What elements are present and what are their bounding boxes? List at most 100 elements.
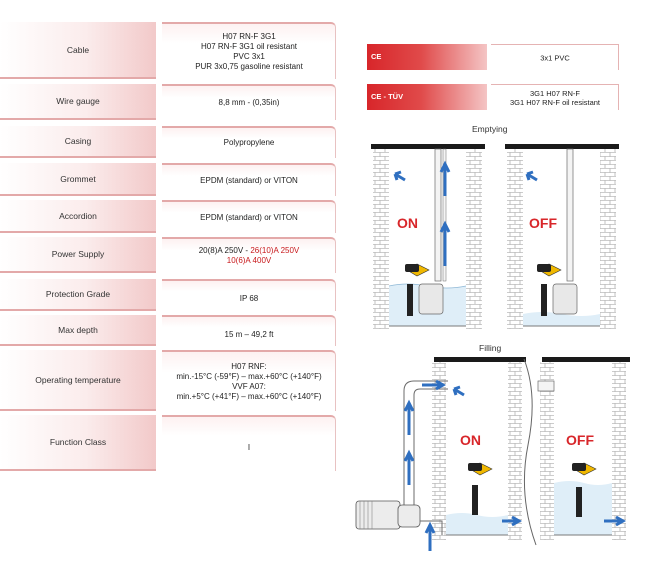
grommet-value: EPDM (standard) or VITON [200, 175, 298, 185]
spec-label: Power Supply [0, 237, 156, 273]
water [554, 481, 612, 535]
function-class-label: Function Class [49, 437, 107, 447]
emptying-diagram: ON OFF [371, 144, 619, 329]
cert-tuv-value-2: 3G1 H07 RN-F oil resistant [509, 97, 601, 107]
power-supply-value-1: 20(8)A 250V - [198, 246, 251, 255]
spec-row-function-class: Function Class I [0, 415, 336, 471]
spec-label: Function Class [0, 415, 156, 471]
float-weight [576, 487, 582, 517]
arrow-right-icon [604, 515, 627, 527]
max-depth-value: 15 m – 49,2 ft [224, 329, 274, 339]
spec-row-operating-temperature: Operating temperature H07 RNF: min.-15°C… [0, 350, 336, 411]
accordion-value: EPDM (standard) or VITON [200, 212, 298, 222]
cert-tuv-value-1: 3G1 H07 RN-F [529, 88, 580, 98]
arrow-up-icon [439, 220, 451, 266]
brick-wall [612, 362, 626, 540]
casing-label: Casing [64, 136, 92, 146]
cert-label-ce-tuv: CE - TÜV [367, 84, 487, 110]
temperature-value-4: min.+5°C (+41°F) – max.+60°C (+140°F) [176, 391, 322, 401]
brick-wall [508, 362, 522, 540]
emptying-on-label: ON [397, 215, 418, 231]
filling-off-label: OFF [566, 432, 594, 448]
spec-value: Polypropylene [162, 126, 336, 158]
spec-label: Protection Grade [0, 279, 156, 311]
accordion-label: Accordion [59, 210, 97, 221]
brick-wall [507, 149, 523, 329]
spec-row-power-supply: Power Supply 20(8)A 250V - 26(10)A 250V … [0, 237, 336, 273]
well-cover [371, 144, 485, 149]
spec-value: H07 RNF: min.-15°C (-59°F) – max.+60°C (… [162, 350, 336, 411]
spec-label: Accordion [0, 200, 156, 233]
spec-label: Grommet [0, 163, 156, 196]
brick-wall [466, 149, 482, 329]
spec-value: 20(8)A 250V - 26(10)A 250V 10(6)A 400V [162, 237, 336, 273]
grommet-label: Grommet [60, 173, 96, 184]
protection-grade-label: Protection Grade [45, 289, 111, 299]
arrow-icon [452, 385, 465, 397]
pump [418, 283, 444, 315]
arrow-up-icon [424, 521, 436, 551]
spec-value: 8,8 mm - (0,35in) [162, 84, 336, 120]
surface-pump [355, 500, 401, 530]
spec-value: H07 RN-F 3G1 H07 RN-F 3G1 oil resistant … [162, 22, 336, 79]
cert-row-ce: CE 3x1 PVC [367, 44, 619, 70]
arrow-right-icon [502, 515, 523, 527]
power-supply-label: Power Supply [51, 249, 105, 259]
water [446, 513, 508, 535]
operating-temperature-label: Operating temperature [35, 374, 121, 385]
filling-diagram: ON OFF [355, 357, 630, 551]
power-supply-value-2: 26(10)A 250V [250, 246, 300, 255]
discharge-pipe [434, 148, 442, 282]
spec-label: Operating temperature [0, 350, 156, 411]
spec-label: Wire gauge [0, 84, 156, 120]
spec-label: Casing [0, 126, 156, 158]
emptying-title: Emptying [472, 124, 508, 134]
cable-value-3: PVC 3x1 [233, 51, 265, 61]
spec-label: Max depth [0, 315, 156, 346]
temperature-value-2: min.-15°C (-59°F) – max.+60°C (+140°F) [176, 371, 322, 381]
suction-pipe [420, 520, 443, 535]
arrow-icon [393, 170, 406, 182]
spec-row-accordion: Accordion EPDM (standard) or VITON [0, 200, 336, 233]
spec-row-casing: Casing Polypropylene [0, 126, 336, 158]
discharge-pipe [566, 148, 574, 282]
cert-value: 3G1 H07 RN-F 3G1 H07 RN-F oil resistant [491, 84, 619, 110]
inlet-pipe [537, 380, 555, 392]
temperature-value-1: H07 RNF: [231, 361, 267, 371]
cert-value: 3x1 PVC [491, 44, 619, 70]
brick-wall [373, 149, 389, 329]
function-class-value: I [247, 443, 251, 453]
float-switch-body [537, 264, 551, 272]
arrow-up-icon [439, 160, 451, 196]
cable-value-4: PUR 3x0,75 gasoline resistant [195, 61, 303, 71]
spec-value: IP 68 [162, 279, 336, 311]
spec-value: EPDM (standard) or VITON [162, 163, 336, 196]
float-switch-body [405, 264, 419, 272]
cable-value-2: H07 RN-F 3G1 oil resistant [200, 41, 298, 51]
supply-pipe [403, 380, 448, 515]
cert-ce-value: 3x1 PVC [540, 53, 570, 62]
filling-on-label: ON [460, 432, 481, 448]
brick-wall [540, 362, 554, 540]
spec-value: 15 m – 49,2 ft [162, 315, 336, 346]
arrow-up-icon [403, 399, 415, 435]
spec-row-cable: Cable H07 RN-F 3G1 H07 RN-F 3G1 oil resi… [0, 22, 336, 79]
max-depth-label: Max depth [58, 324, 98, 335]
tank-cover [434, 357, 526, 362]
float-weight [541, 284, 547, 316]
spec-value: I [162, 415, 336, 471]
arrow-right-icon [422, 379, 447, 391]
cert-label-ce: CE [367, 44, 487, 70]
float-weight [407, 284, 413, 316]
brick-wall [600, 149, 616, 329]
float-switch-body [572, 463, 586, 471]
emptying-off-label: OFF [529, 215, 557, 231]
pump [552, 283, 578, 315]
float-weight [472, 485, 478, 515]
protection-grade-value: IP 68 [239, 294, 259, 303]
brick-wall [432, 362, 446, 540]
power-supply-value-3: 10(6)A 400V [226, 256, 272, 265]
separator [523, 358, 537, 546]
arrow-up-icon [403, 449, 415, 485]
spec-row-wire-gauge: Wire gauge 8,8 mm - (0,35in) [0, 84, 336, 120]
